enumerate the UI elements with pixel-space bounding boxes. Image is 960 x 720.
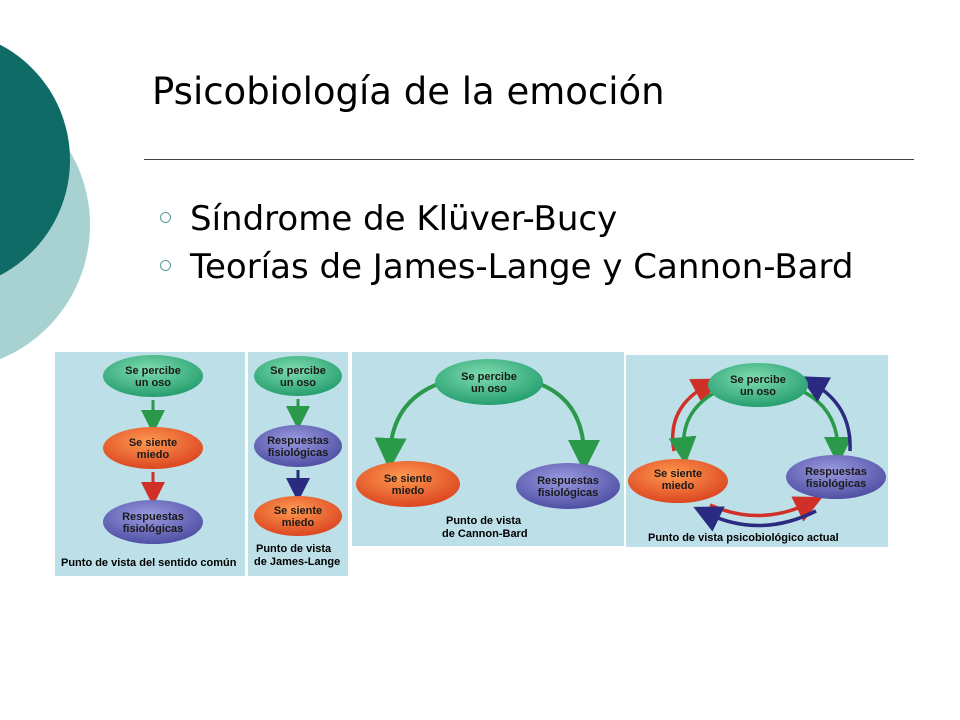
oval-feel-fear	[356, 461, 460, 507]
oval-text: fisiológicas	[806, 478, 867, 490]
dark-circle	[0, 44, 70, 276]
oval-text: un oso	[135, 377, 171, 389]
oval-text: Se siente	[654, 468, 702, 480]
oval-text: Respuestas	[805, 466, 867, 478]
diagram-current-view: Se percibe un oso Se siente miedo Respue…	[626, 355, 888, 547]
oval-text: fisiológicas	[268, 447, 329, 459]
diagram-cannon-bard: Se percibe un oso Se siente miedo Respue…	[352, 352, 624, 546]
bullet-circle-icon	[160, 260, 171, 271]
oval-perceive-bear	[708, 363, 808, 407]
oval-physiological	[254, 425, 342, 467]
diagram-james-lange: Se percibe un oso Respuestas fisiológica…	[248, 352, 348, 576]
oval-physiological	[103, 500, 203, 544]
bullet-list: Síndrome de Klüver-Bucy Teorías de James…	[160, 198, 890, 294]
oval-text: fisiológicas	[123, 523, 184, 535]
decorative-circles	[0, 44, 90, 360]
diagram-caption: Punto de vista	[446, 515, 522, 527]
oval-text: Respuestas	[267, 435, 329, 447]
oval-feel-fear	[103, 427, 203, 469]
oval-perceive-bear	[254, 356, 342, 396]
oval-text: Se siente	[384, 473, 432, 485]
oval-text: Respuestas	[537, 475, 599, 487]
bullet-text: Síndrome de Klüver-Bucy	[190, 199, 618, 239]
arrow-curve-icon	[539, 382, 600, 472]
diagram-caption: Punto de vista	[256, 543, 332, 555]
oval-physiological	[516, 463, 620, 509]
oval-text: Se percibe	[730, 374, 786, 386]
oval-text: miedo	[137, 449, 170, 461]
oval-physiological	[786, 455, 886, 499]
bullet-circle-icon	[160, 212, 171, 223]
diagram-caption: de James-Lange	[254, 556, 340, 568]
oval-text: Respuestas	[122, 511, 184, 523]
oval-text: Se percibe	[461, 371, 517, 383]
oval-text: Se siente	[274, 505, 322, 517]
oval-text: un oso	[740, 386, 776, 398]
oval-feel-fear	[254, 496, 342, 536]
oval-text: miedo	[282, 517, 315, 529]
diagram-caption: de Cannon-Bard	[442, 528, 528, 540]
slide-title: Psicobiología de la emoción	[152, 70, 665, 113]
oval-feel-fear	[628, 459, 728, 503]
oval-text: Se percibe	[270, 365, 326, 377]
diagram-common-sense: Se percibe un oso Se siente miedo Respue…	[55, 352, 245, 576]
arrow-curve-icon	[374, 382, 439, 470]
oval-text: Se siente	[129, 437, 177, 449]
oval-text: un oso	[280, 377, 316, 389]
arrow-curve-icon	[799, 376, 852, 452]
diagram-caption: Punto de vista del sentido común	[61, 557, 237, 569]
oval-text: fisiológicas	[538, 487, 599, 499]
oval-text: miedo	[392, 485, 425, 497]
diagram-caption: Punto de vista psicobiológico actual	[648, 532, 839, 544]
bullet-item: Teorías de James-Lange y Cannon-Bard	[160, 246, 890, 288]
title-divider	[144, 159, 914, 160]
bullet-item: Síndrome de Klüver-Bucy	[160, 198, 890, 240]
oval-perceive-bear	[103, 355, 203, 397]
arrow-curve-icon	[693, 506, 817, 532]
arrow-curve-icon	[668, 391, 715, 465]
oval-text: un oso	[471, 383, 507, 395]
oval-text: miedo	[662, 480, 695, 492]
oval-perceive-bear	[435, 359, 543, 405]
bullet-text: Teorías de James-Lange y Cannon-Bard	[190, 247, 854, 287]
oval-text: Se percibe	[125, 365, 181, 377]
